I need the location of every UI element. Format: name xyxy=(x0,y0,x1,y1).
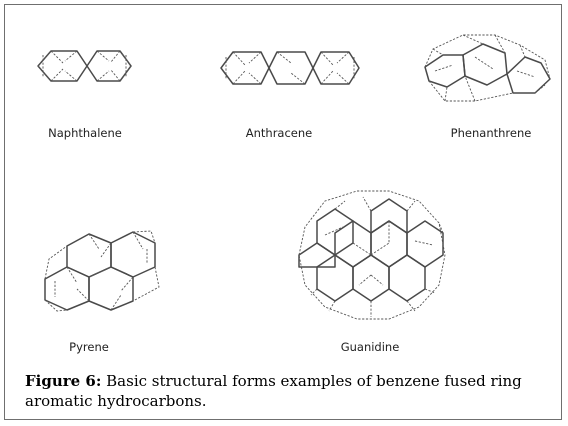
structure-diagram xyxy=(37,34,551,320)
anthracene-structure xyxy=(220,51,360,85)
guanidine-structure xyxy=(298,190,446,320)
molecule-label-guanidine: Guanidine xyxy=(340,340,400,354)
figure-caption: Figure 6: Basic structural forms example… xyxy=(25,371,545,411)
molecule-label-pyrene: Pyrene xyxy=(69,340,109,354)
figure-frame: Naphthalene Anthracene Phenanthrene Pyre… xyxy=(4,4,562,420)
phenanthrene-structure xyxy=(424,34,551,102)
figure-number: Figure 6: xyxy=(25,372,102,390)
molecule-label-naphthalene: Naphthalene xyxy=(48,126,122,140)
naphthalene-structure xyxy=(37,50,132,82)
molecule-label-anthracene: Anthracene xyxy=(245,126,313,140)
caption-text: Basic structural forms examples of benze… xyxy=(25,372,522,410)
molecule-label-phenanthrene: Phenanthrene xyxy=(450,126,532,140)
pyrene-structure xyxy=(44,230,160,312)
